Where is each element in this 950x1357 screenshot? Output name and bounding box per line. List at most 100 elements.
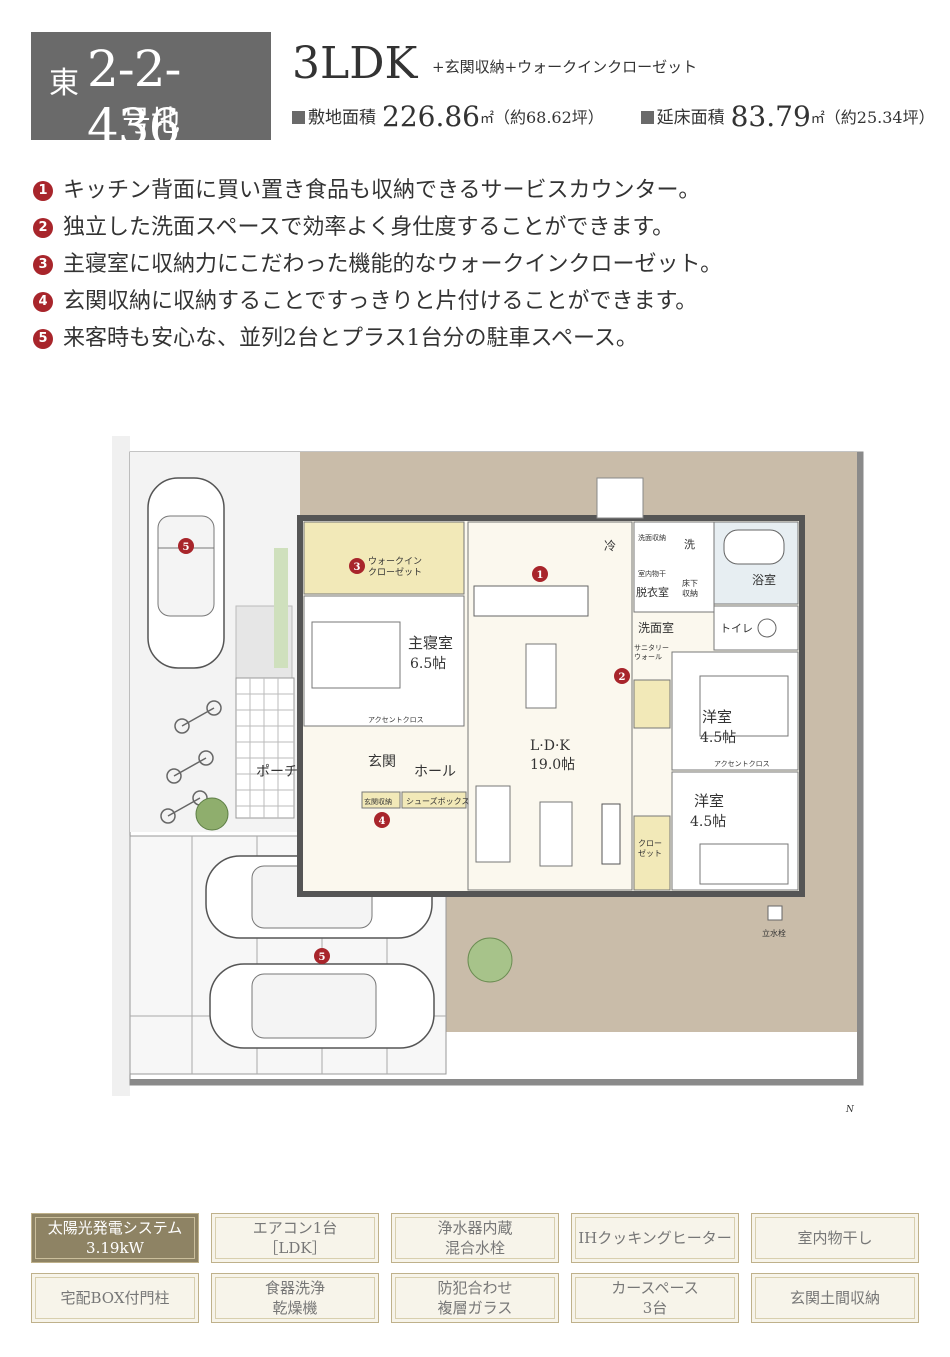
toilet-area: [713, 605, 799, 651]
feature-number-badge: 2: [33, 218, 53, 238]
badge-indoor-drying: 室内物干し: [751, 1213, 919, 1263]
feature-text: 来客時も安心な、並列2台とプラス1台分の駐車スペース。: [63, 326, 638, 351]
feature-text: 主寝室に収納力にこだわった機能的なウォークインクローゼット。: [63, 252, 723, 277]
badge-dishwasher: 食器洗浄 乾燥機: [211, 1273, 379, 1323]
dining-table-icon: [525, 643, 557, 709]
marker-3-text: 3: [354, 562, 361, 573]
badge-security-glass: 防犯合わせ 複層ガラス: [391, 1273, 559, 1323]
western-room-1-label: 洋室: [702, 708, 732, 726]
road-strip: [112, 436, 130, 1096]
toilet-icon: [757, 618, 777, 638]
approach-tiles: [235, 677, 295, 819]
washer-label: 洗: [684, 538, 695, 551]
north-label: N: [845, 1105, 855, 1115]
sofa-icon: [475, 785, 511, 863]
toilet-label: トイレ: [720, 622, 753, 635]
feature-number-badge: 1: [33, 181, 53, 201]
closet-label-line: ゼット: [638, 848, 662, 858]
walk-in-closet-label-line: クローゼット: [368, 566, 422, 578]
closet-area: [633, 679, 671, 729]
bed-icon: [311, 621, 401, 689]
washroom-label: 洗面室: [638, 620, 674, 635]
badge-entrance-storage: 玄関土間収納: [751, 1273, 919, 1323]
dressing-room-label: 脱衣室: [636, 585, 669, 599]
floor-area-tsubo: （約25.34坪）: [824, 108, 935, 127]
underfloor-storage-label: 床下 収納: [682, 578, 701, 598]
badge-aircon: エアコン1台 ［LDK］: [211, 1213, 379, 1263]
plan-markers: 5 3 1 2 4 5: [178, 538, 630, 964]
bed-icon: [699, 675, 789, 737]
site-area-tsubo: （約68.62坪）: [493, 108, 604, 127]
standpipe-label: 立水栓: [762, 928, 786, 938]
site-area-label: 敷地面積: [308, 108, 376, 128]
closet-label: クロー ゼット: [638, 839, 665, 858]
feature-text: 独立した洗面スペースで効率よく身仕度することができます。: [63, 215, 675, 240]
floor-area-value: 83.79: [730, 100, 811, 133]
fence-east: [857, 452, 863, 1085]
floor-plan: 道路: [112, 436, 864, 1115]
marker-1-icon: [532, 566, 548, 582]
feature-item: 1 キッチン背面に買い置き食品も収納できるサービスカウンター。: [33, 172, 722, 209]
kitchen-counter: [473, 585, 589, 617]
badge-car-space: カースペース 3台: [571, 1273, 739, 1323]
feature-text: キッチン背面に買い置き食品も収納できるサービスカウンター。: [63, 178, 701, 203]
feature-number-badge: 3: [33, 255, 53, 275]
marker-2-text: 2: [619, 672, 626, 683]
outdoor-unit: [596, 477, 644, 519]
marker-3-icon: [349, 558, 365, 574]
plan-extra: +玄関収納+ウォークインクローゼット: [432, 58, 698, 76]
car-icon: [147, 477, 225, 669]
walk-in-closet-label-line: ウォークイン: [368, 556, 422, 567]
tile-grid: [236, 678, 294, 818]
marker-4-icon: [374, 812, 390, 828]
lot-prefix: 東: [49, 66, 79, 101]
closet-area: [633, 815, 671, 891]
lot-suffix: 号地: [121, 104, 180, 138]
hall-label: ホール: [414, 764, 456, 780]
ldk-label: L·D·K: [530, 738, 570, 754]
feature-item: 2 独立した洗面スペースで効率よく身仕度することができます。: [33, 209, 722, 246]
entrance-label: 玄関: [368, 753, 396, 770]
feature-item: 3 主寝室に収納力にこだわった機能的なウォークインクローゼット。: [33, 246, 722, 283]
badge-delivery-box: 宅配BOX付門柱: [31, 1273, 199, 1323]
western-room-1-size: 4.5帖: [700, 730, 736, 746]
master-bedroom-size: 6.5帖: [410, 656, 446, 672]
fridge-label: 冷: [604, 539, 616, 553]
marker-4-text: 4: [379, 816, 386, 827]
car-icon: [209, 963, 435, 1049]
feature-list: 1 キッチン背面に買い置き食品も収納できるサービスカウンター。 2 独立した洗面スペ…: [33, 172, 722, 357]
marker-5-icon: [178, 538, 194, 554]
floor-area-unit: ㎡: [810, 111, 825, 127]
low-table-icon: [539, 801, 573, 867]
feature-number-badge: 5: [33, 329, 53, 349]
underfloor-storage-label-line: 床下: [682, 578, 698, 588]
floor-area-label: 延床面積: [656, 108, 725, 128]
walk-in-closet-label: ウォークイン クローゼット: [368, 556, 425, 578]
indoor-drying-label: 室内物干: [638, 569, 666, 578]
marker-5-text: 5: [183, 542, 190, 553]
bathroom-label: 浴室: [752, 572, 776, 587]
shrub-icon: [195, 548, 513, 983]
square-bullet-icon: [640, 111, 654, 124]
closet-label-line: クロー: [638, 839, 662, 848]
wash-storage-label: 洗面収納: [638, 533, 666, 542]
compass-icon: N: [845, 1105, 855, 1115]
sanitary-wall-label: サニタリー ウォール: [634, 643, 671, 661]
shoe-box-area: [401, 791, 467, 809]
accent-cloth-label: アクセントクロス: [714, 760, 770, 768]
sanitary-wall-label-line: サニタリー: [634, 643, 669, 652]
marker-5-icon: [314, 948, 330, 964]
master-bedroom-label: 主寝室: [408, 634, 453, 652]
marker-2-icon: [614, 668, 630, 684]
lot-number-box: 東 2-2-436 号地: [31, 32, 271, 156]
fence-south: [130, 1079, 863, 1085]
entrance-storage-label: 玄関収納: [364, 797, 392, 806]
badge-solar: 太陽光発電システム 3.19kW: [31, 1213, 199, 1263]
walk-in-closet-area: [303, 521, 465, 595]
bed-icon: [699, 843, 789, 885]
western-room-2-label: 洋室: [694, 792, 724, 810]
bicycle-icon: [160, 700, 222, 824]
ldk-size: 19.0帖: [530, 757, 575, 773]
bathtub-icon: [723, 529, 785, 565]
